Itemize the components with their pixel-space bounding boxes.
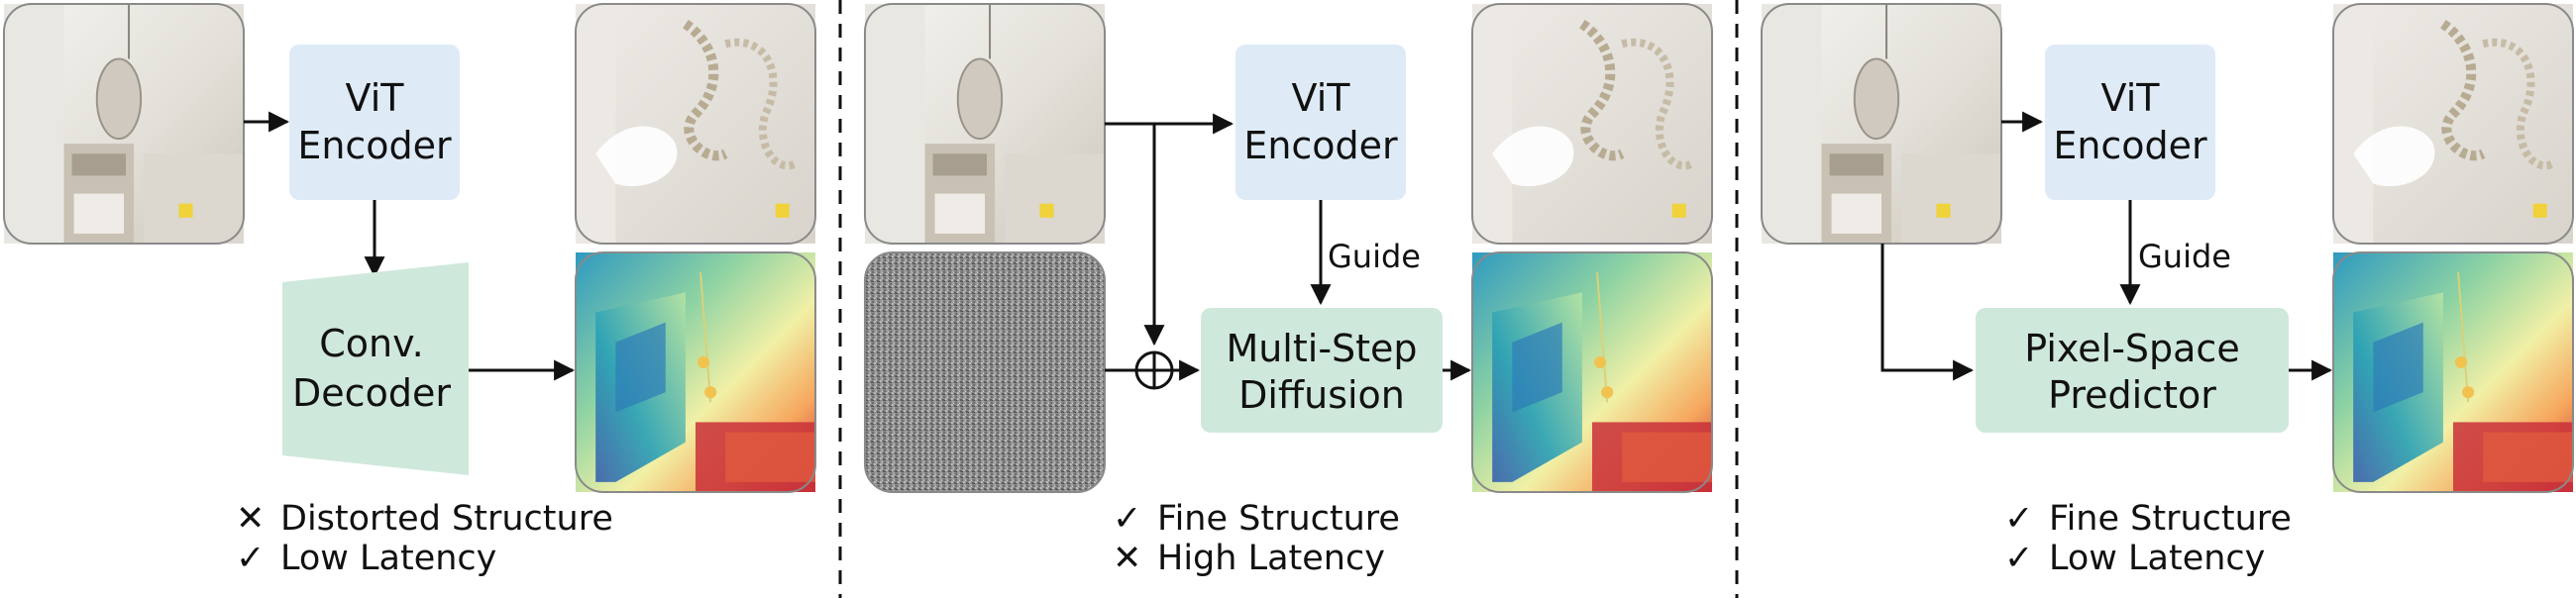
point-cloud-output: [2332, 3, 2574, 245]
depth-map-output: [1471, 251, 1713, 493]
conv-decoder-trapezoid: Conv. Decoder: [282, 262, 469, 475]
legend-text-2: Low Latency: [2049, 539, 2265, 578]
point-cloud-output: [1471, 3, 1713, 245]
encoder-label-line2: Encoder: [2053, 124, 2207, 167]
cross-icon: ✕: [236, 499, 265, 539]
vit-encoder-box: ViT Encoder: [1235, 45, 1406, 200]
legend-text-1: Fine Structure: [2049, 499, 2292, 539]
input-image: [864, 3, 1106, 245]
decoder-label-line2: Decoder: [292, 371, 451, 415]
skip-connection: [1880, 244, 1975, 381]
legend: ✕ Distorted Structure ✓ Low Latency: [236, 499, 613, 578]
encoder-label-line2: Encoder: [297, 124, 452, 167]
check-icon: ✓: [1113, 499, 1141, 539]
guide-label: Guide: [1328, 238, 1421, 275]
sum-operator: [1134, 350, 1174, 390]
input-image: [3, 3, 245, 245]
depth-map-output: [2332, 251, 2574, 493]
noise-image: [864, 251, 1106, 493]
check-icon: ✓: [2004, 539, 2033, 578]
guide-label: Guide: [2138, 238, 2231, 275]
decoder-label-line1: Conv.: [319, 322, 423, 365]
legend-text-1: Distorted Structure: [280, 499, 613, 539]
encoder-label-line2: Encoder: [1243, 124, 1398, 167]
pixel-space-predictor-box: Pixel-Space Predictor: [1976, 308, 2289, 433]
decoder-label-line1: Pixel-Space: [2024, 327, 2239, 370]
decoder-label-line2: Predictor: [2048, 373, 2216, 417]
check-icon: ✓: [2004, 499, 2033, 539]
vit-encoder-box: ViT Encoder: [2045, 45, 2215, 200]
encoder-label-line1: ViT: [1292, 76, 1351, 120]
input-image: [1761, 3, 2002, 245]
encoder-label-line1: ViT: [346, 76, 405, 120]
legend-text-2: Low Latency: [280, 539, 496, 578]
panel-1: ViT Encoder Conv. Decoder ✕ Distorted St…: [3, 3, 816, 578]
panel-2: ViT Encoder Guide Multi-Step Diffusion: [864, 3, 1713, 578]
legend-text-2: High Latency: [1157, 539, 1385, 578]
check-icon: ✓: [236, 539, 265, 578]
decoder-label-line2: Diffusion: [1238, 373, 1405, 417]
legend-text-1: Fine Structure: [1157, 499, 1400, 539]
encoder-label-line1: ViT: [2101, 76, 2161, 120]
vit-encoder-box: ViT Encoder: [289, 45, 460, 200]
point-cloud-output: [575, 3, 816, 245]
legend: ✓ Fine Structure ✕ High Latency: [1113, 499, 1400, 578]
panel-3: ViT Encoder Guide Pixel-Space Predictor …: [1761, 3, 2574, 578]
depth-map-output: [575, 251, 816, 493]
legend: ✓ Fine Structure ✓ Low Latency: [2004, 499, 2292, 578]
cross-icon: ✕: [1113, 539, 1141, 578]
multi-step-diffusion-box: Multi-Step Diffusion: [1201, 308, 1443, 433]
decoder-label-line1: Multi-Step: [1226, 327, 1417, 370]
